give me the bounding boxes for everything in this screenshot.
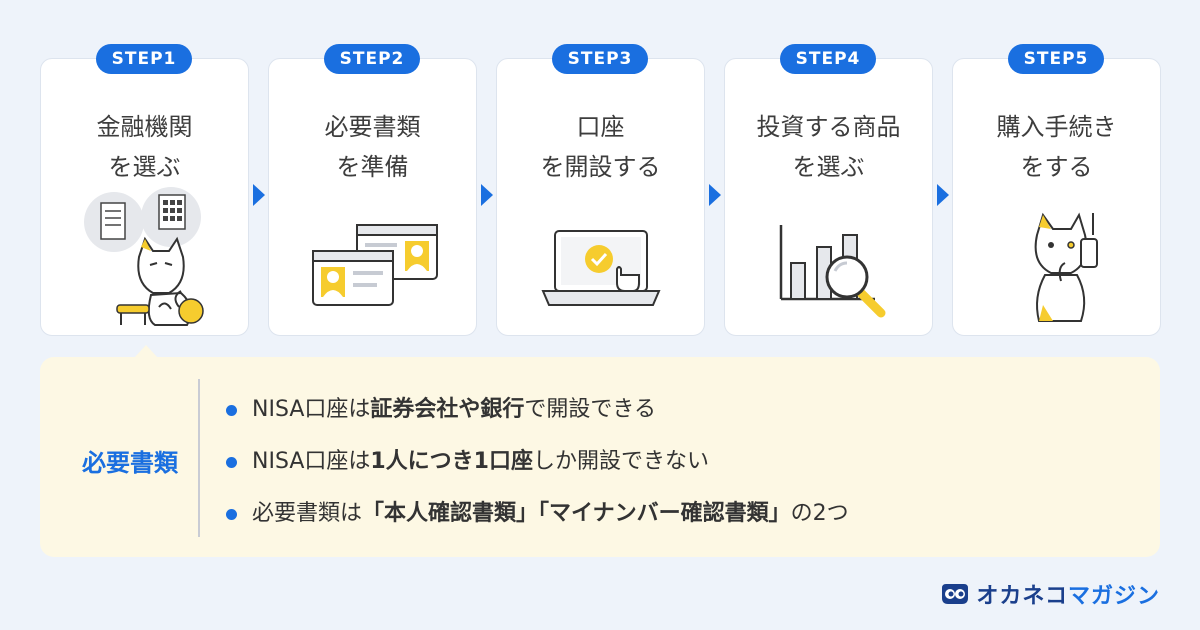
step-badge-2: STEP2: [324, 44, 420, 74]
arrow-right-icon: [253, 184, 265, 206]
arrow-right-icon: [709, 184, 721, 206]
list-item: NISA口座は証券会社や銀行で開設できる: [224, 393, 849, 445]
step-title: 口座 を開設する: [497, 107, 704, 187]
bullet-list: NISA口座は証券会社や銀行で開設できる NISA口座は1人につき1口座しか開設…: [224, 393, 849, 549]
bullet-text: の2つ: [790, 501, 849, 526]
info-pointer: [134, 345, 158, 358]
step-title-line2: を選ぶ: [108, 153, 181, 181]
logo-icon: [942, 584, 969, 604]
bullet-text: NISA口座は: [252, 449, 371, 474]
step-title: 必要書類 を準備: [269, 107, 476, 187]
id-cards-icon: [312, 224, 438, 306]
bullet-dot-icon: [226, 509, 237, 520]
step-badge-5: STEP5: [1008, 44, 1104, 74]
info-label: 必要書類: [82, 449, 178, 477]
arrow-right-icon: [481, 184, 493, 206]
bullet-emphasis: 証券会社や銀行: [370, 397, 525, 422]
bullet-dot-icon: [226, 457, 237, 468]
bullet-emphasis: 1人につき1口座: [370, 449, 533, 474]
buildings-cat-icon: [84, 187, 204, 326]
step-title: 購入手続き をする: [953, 107, 1160, 187]
step-badge-4: STEP4: [780, 44, 876, 74]
step-card-2: 必要書類 を準備: [268, 58, 477, 336]
brand-logo[interactable]: オカネコ マガジン: [940, 580, 1160, 609]
bullet-text: NISA口座は: [252, 397, 371, 422]
logo-text-primary: オカネコ: [976, 584, 1068, 609]
bullet-text: で開設できる: [524, 397, 656, 422]
step-title-line2: を選ぶ: [792, 153, 865, 181]
step-title-line2: を準備: [336, 153, 409, 181]
bullet-text: 必要書類は: [252, 501, 363, 526]
logo-text-secondary: マガジン: [1067, 584, 1160, 609]
chart-magnifier-icon: [779, 225, 886, 318]
step-card-3: 口座 を開設する: [496, 58, 705, 336]
bullet-dot-icon: [226, 405, 237, 416]
step-card-4: 投資する商品 を選ぶ: [724, 58, 933, 336]
step-title-line1: 金融機関: [96, 113, 193, 141]
step-title-line1: 口座: [576, 113, 625, 141]
step-title-line1: 購入手続き: [996, 113, 1117, 141]
bullet-emphasis: 「本人確認書類」「マイナンバー確認書類」: [362, 501, 791, 526]
step-badge-3: STEP3: [552, 44, 648, 74]
step-card-5: 購入手続き をする: [952, 58, 1161, 336]
step-title: 金融機関 を選ぶ: [41, 107, 248, 187]
step-badge-1: STEP1: [96, 44, 192, 74]
step-flow: 金融機関 を選ぶ STEP1: [40, 44, 1162, 336]
step-title-line1: 投資する商品: [756, 113, 901, 141]
laptop-check-icon: [541, 230, 661, 306]
step-title: 投資する商品 を選ぶ: [725, 107, 932, 187]
list-item: NISA口座は1人につき1口座しか開設できない: [224, 445, 849, 497]
divider: [198, 379, 200, 537]
cat-smartphone-icon: [1034, 212, 1098, 322]
list-item: 必要書類は「本人確認書類」「マイナンバー確認書類」の2つ: [224, 497, 849, 549]
step-title-line2: をする: [1020, 153, 1093, 181]
arrow-right-icon: [937, 184, 949, 206]
step-title-line2: を開設する: [540, 153, 661, 181]
bullet-text: しか開設できない: [533, 449, 710, 474]
step-card-1: 金融機関 を選ぶ: [40, 58, 249, 336]
info-panel: 必要書類 NISA口座は証券会社や銀行で開設できる NISA口座は1人につき1口…: [40, 357, 1160, 557]
step-title-line1: 必要書類: [324, 113, 421, 141]
